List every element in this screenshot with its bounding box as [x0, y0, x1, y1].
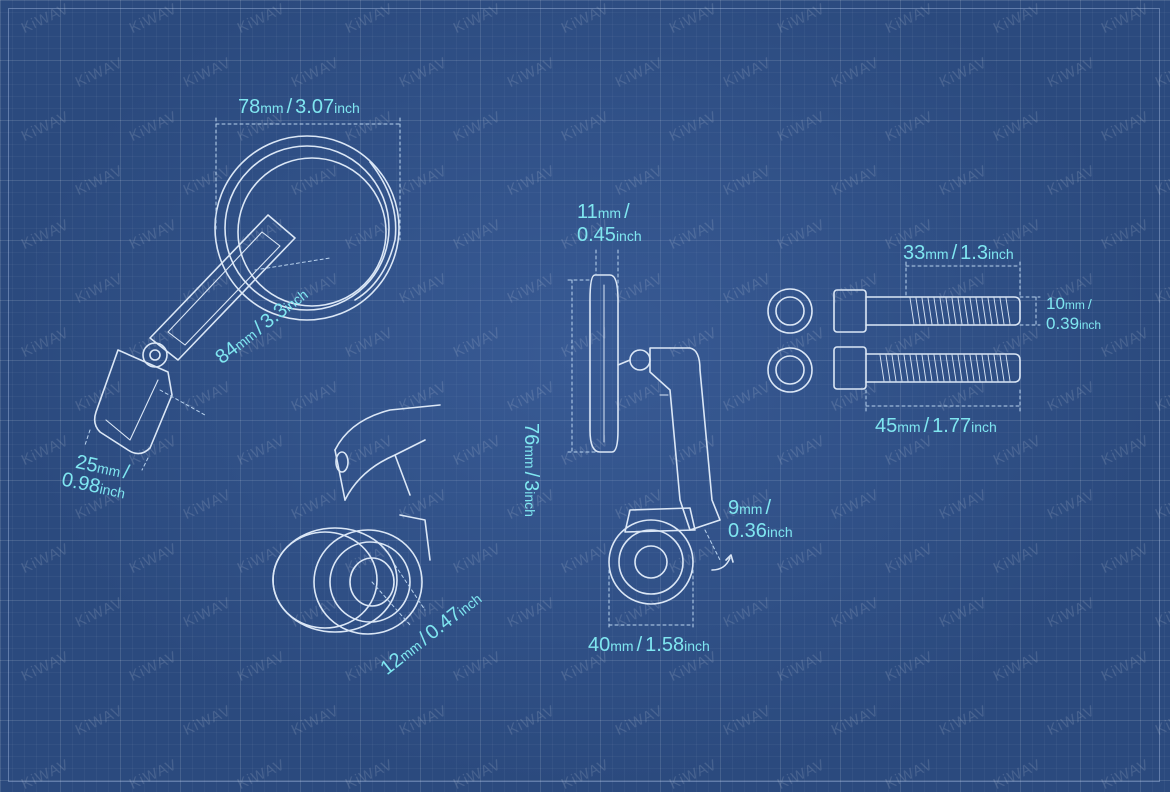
- dim-inch-value: 3.07: [295, 96, 335, 118]
- dim-inch-value: 1.77: [932, 415, 972, 437]
- dim-mm-value: 11: [577, 201, 598, 223]
- dim-separator: /: [636, 634, 643, 656]
- dim-inch-unit: inch: [684, 638, 710, 654]
- dim-mm-value: 45: [875, 415, 898, 437]
- dim-mm-value: 9: [728, 497, 740, 519]
- dim-mm-value: 78: [238, 96, 261, 118]
- clamp-face: [313, 529, 423, 635]
- dim-mm-unit: mm: [610, 638, 634, 654]
- mirror-back-rim: [354, 161, 397, 301]
- dim-inch-unit: inch: [971, 419, 997, 435]
- dim-separator: /: [951, 242, 958, 264]
- hardware-dimension-guides: [865, 261, 1041, 413]
- bolt-long-head: [833, 346, 867, 390]
- dim-mm-unit: mm: [522, 445, 538, 469]
- hardware-view: [767, 261, 1041, 413]
- clamp-closeup-view: [272, 404, 441, 635]
- mirror-arm: [149, 214, 296, 361]
- dim-mm-unit: mm: [597, 205, 622, 221]
- mirror-inner-ring: [224, 145, 390, 311]
- dim-inch-value: 1.58: [645, 634, 685, 656]
- dim-separator: /: [624, 201, 630, 223]
- washer-bottom-outer: [767, 347, 813, 393]
- dim-inch-unit: inch: [1079, 318, 1102, 332]
- bolt-short-shank: [865, 296, 1021, 326]
- dim-inch-value: 0.39: [1046, 314, 1080, 333]
- dim-mm-value: 10: [1046, 294, 1065, 313]
- dim-clamp-diameter: 40mm/1.58inch: [588, 635, 710, 655]
- dim-mirror-width: 78mm/3.07inch: [238, 97, 360, 117]
- washer-top-outer: [767, 288, 813, 334]
- bolt-short-thread: [909, 297, 1011, 325]
- dim-inch-value: 3: [520, 480, 542, 492]
- clamp-bore: [349, 557, 395, 607]
- side-arm: [649, 347, 721, 531]
- mirror-side-view: [567, 249, 734, 631]
- mirror-front-dimension-guides: [84, 117, 401, 471]
- mirror-front-view: [84, 117, 401, 471]
- mirror-side-profile: [589, 274, 619, 453]
- mirror-arm-slot: [167, 231, 281, 346]
- clamp-block-face: [105, 379, 159, 441]
- dim-mm-unit: mm: [260, 100, 284, 116]
- offset-arrow: [711, 557, 731, 571]
- offset-arrowhead: [725, 554, 734, 563]
- dim-separator: /: [121, 461, 132, 484]
- clamp-block: [93, 349, 173, 455]
- dim-inch-value: 0.36: [728, 520, 767, 542]
- washer-bottom-inner: [775, 355, 805, 385]
- clamp-rim: [272, 531, 378, 629]
- side-view-dimension-guides: [567, 249, 721, 631]
- arm-upper-edge: [334, 404, 441, 451]
- dim-separator: /: [286, 96, 293, 118]
- arm-joint: [394, 454, 411, 496]
- dim-separator: /: [765, 497, 772, 519]
- dim-mm-value: 76: [520, 423, 542, 446]
- arm-end-bolt: [335, 451, 349, 473]
- ball-joint: [629, 349, 651, 371]
- dim-separator: /: [520, 471, 542, 478]
- dim-bolt-short: 33mm/1.3inch: [903, 243, 1014, 263]
- dim-separator: /: [1087, 296, 1092, 312]
- dim-offset: 9mm/ 0.36inch: [728, 498, 793, 541]
- blueprint-border: [8, 8, 1160, 782]
- dim-inch-unit: inch: [987, 246, 1014, 262]
- side-clamp-outer: [608, 519, 694, 605]
- dim-mirror-height: 76mm / 3inch: [520, 423, 542, 517]
- arm-pivot-hole: [149, 349, 161, 361]
- clamp-tab: [399, 514, 431, 561]
- dim-mm-unit: mm: [925, 246, 949, 262]
- dim-mm-value: 33: [903, 242, 926, 264]
- dim-inch-unit: inch: [334, 100, 360, 116]
- dim-inch-value: 1.3: [960, 242, 988, 264]
- bore-dimension-guides: [371, 564, 426, 626]
- mirror-glass: [237, 157, 387, 307]
- clamp-recess: [329, 541, 411, 623]
- dim-bolt-diameter: 10mm/ 0.39inch: [1046, 295, 1101, 333]
- dim-mm-value: 40: [588, 634, 611, 656]
- ball-joint-neck: [617, 359, 631, 366]
- washer-top-inner: [775, 296, 805, 326]
- dim-bolt-long: 45mm/1.77inch: [875, 416, 997, 436]
- dim-mm-unit: mm: [739, 501, 763, 517]
- dim-mm-unit: mm: [1064, 298, 1085, 312]
- dim-inch-unit: inch: [766, 524, 793, 540]
- dim-inch-value: 0.45: [577, 224, 616, 246]
- dim-glass-depth: 11mm/ 0.45inch: [577, 202, 642, 245]
- bolt-long-thread: [879, 354, 1011, 382]
- side-clamp-bore: [634, 545, 668, 579]
- dim-inch-unit: inch: [615, 228, 642, 244]
- dim-inch-unit: inch: [522, 491, 538, 517]
- side-clamp-mid: [618, 529, 684, 595]
- dim-separator: /: [923, 415, 930, 437]
- bolt-long-shank: [865, 353, 1021, 383]
- arm-lower-edge: [344, 439, 426, 501]
- side-clamp-bracket: [624, 507, 696, 533]
- mirror-outer-ring: [214, 135, 400, 321]
- dim-mm-unit: mm: [897, 419, 921, 435]
- bolt-short-head: [833, 289, 867, 333]
